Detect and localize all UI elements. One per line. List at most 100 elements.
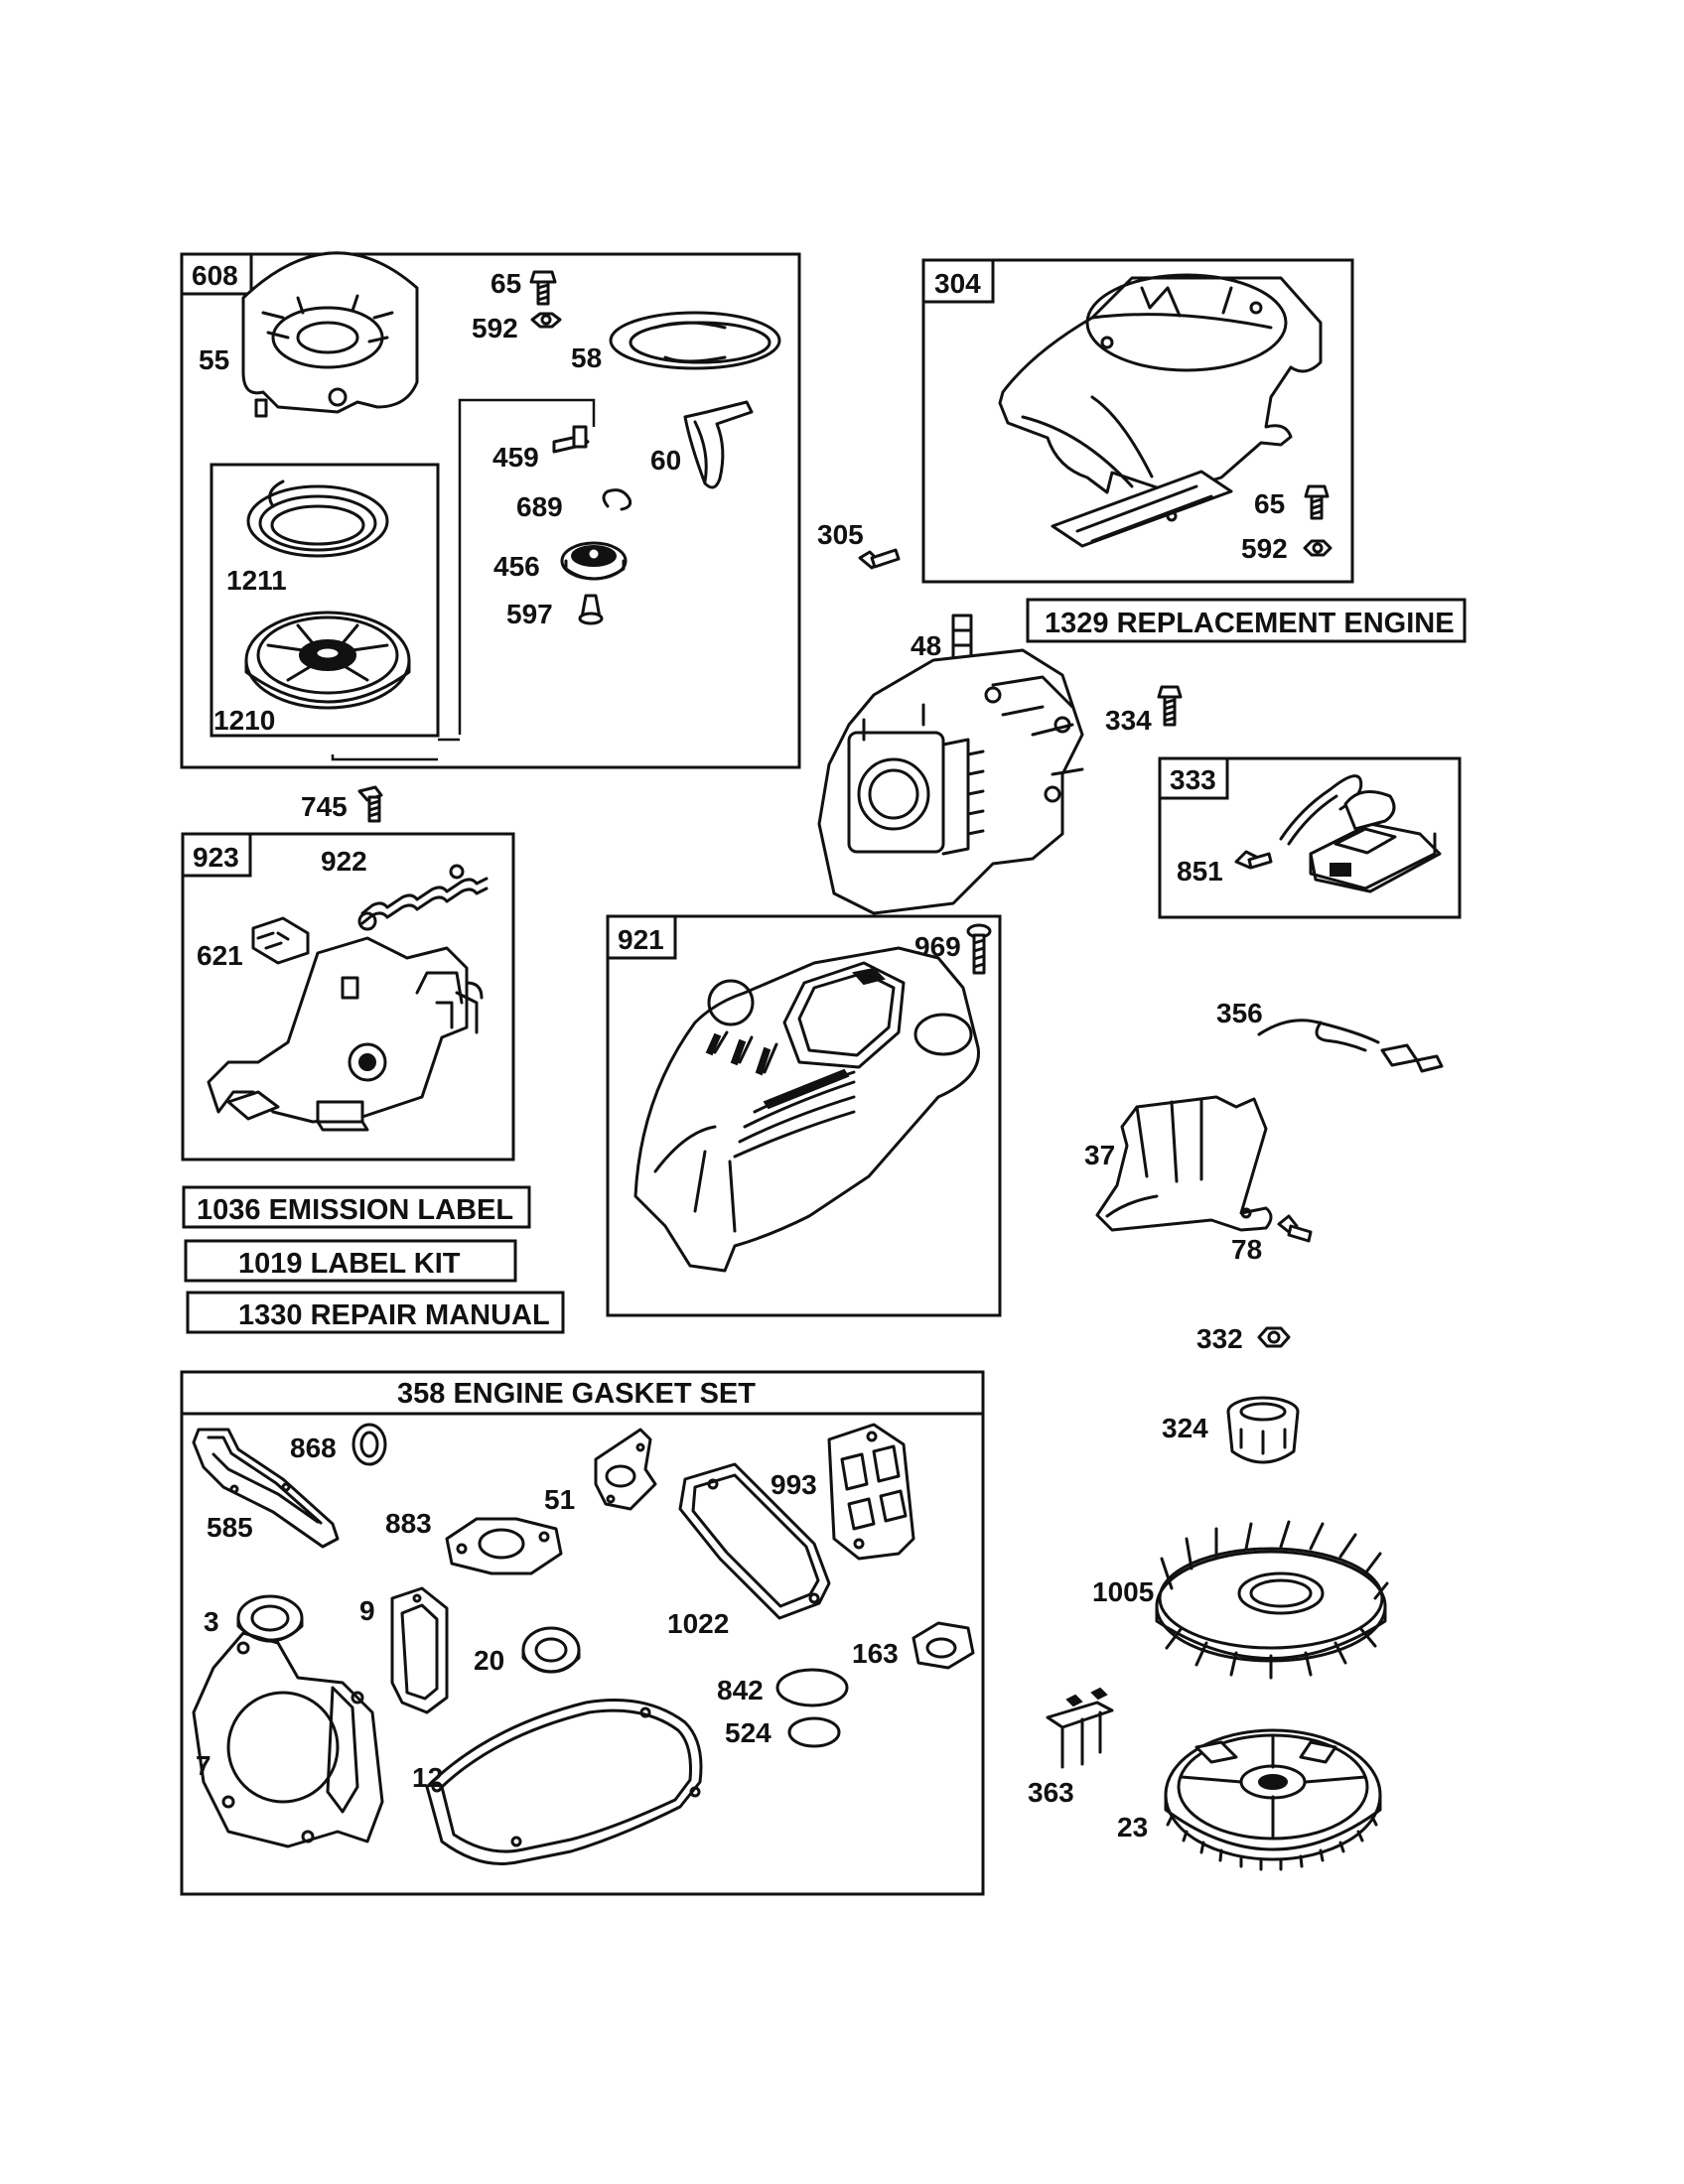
bolt-65-illustration <box>529 270 557 306</box>
group-923-tag: 923 <box>193 842 239 873</box>
part-65: 65 <box>491 268 521 299</box>
part-324: 324 <box>1162 1413 1208 1443</box>
emission-label-box: 1036 EMISSION LABEL <box>182 1185 531 1229</box>
bolt-969-illustration <box>966 923 992 975</box>
part-58: 58 <box>571 342 602 373</box>
ratchet-456-illustration <box>560 541 628 581</box>
part-1022: 1022 <box>667 1608 729 1639</box>
gasket-883-illustration <box>445 1517 563 1575</box>
part-851: 851 <box>1177 856 1223 887</box>
part-55: 55 <box>199 344 229 375</box>
pawl-459-illustration <box>552 425 590 454</box>
screw-597-illustration <box>578 594 604 625</box>
bolt-78-illustration <box>1277 1214 1313 1243</box>
repair-manual-box: 1330 REPAIR MANUAL <box>186 1291 565 1334</box>
part-334: 334 <box>1105 705 1152 736</box>
crankcase-gasket-12-illustration <box>425 1699 703 1865</box>
part-1005: 1005 <box>1092 1576 1154 1607</box>
part-1210: 1210 <box>213 705 275 736</box>
short-block-48-illustration <box>817 614 1084 915</box>
gasket-1022-illustration <box>678 1462 831 1620</box>
part-305: 305 <box>817 519 864 550</box>
part-7: 7 <box>196 1750 211 1781</box>
part-20: 20 <box>474 1645 504 1676</box>
part-60: 60 <box>650 445 681 476</box>
gasket-9-illustration <box>390 1586 449 1714</box>
replacement-engine-text: 1329 REPLACEMENT ENGINE <box>1045 608 1455 639</box>
part-456: 456 <box>493 551 540 582</box>
oring-524-illustration <box>787 1716 841 1748</box>
gasket-993-illustration <box>827 1423 915 1561</box>
part-459: 459 <box>492 442 539 473</box>
part-37: 37 <box>1084 1140 1115 1170</box>
clip-689-illustration <box>602 488 632 511</box>
part-332: 332 <box>1196 1323 1243 1354</box>
armature-illustration <box>1279 774 1442 893</box>
gasket-163-illustration <box>912 1621 975 1670</box>
screw-745-illustration <box>357 785 383 823</box>
spring-922-illustration <box>357 864 489 931</box>
label-kit-box: 1019 LABEL KIT <box>184 1239 517 1283</box>
part-65b: 65 <box>1254 488 1285 519</box>
repair-manual-text: 1330 REPAIR MANUAL <box>238 1299 550 1331</box>
group-333-armature: 333 851 <box>1158 756 1462 919</box>
pulley-1210-illustration <box>244 611 411 710</box>
part-842: 842 <box>717 1675 764 1706</box>
engine-cover-illustration <box>633 946 980 1273</box>
part-597: 597 <box>506 599 553 629</box>
nut-592b-illustration <box>1303 539 1333 557</box>
part-868: 868 <box>290 1433 337 1463</box>
part-9: 9 <box>359 1595 375 1626</box>
part-922: 922 <box>321 846 367 877</box>
part-592: 592 <box>472 313 518 343</box>
starter-housing-illustration <box>241 251 419 418</box>
gasket-set-title: 358 ENGINE GASKET SET <box>397 1378 756 1410</box>
part-12: 12 <box>412 1762 443 1793</box>
part-993: 993 <box>771 1469 817 1500</box>
part-689: 689 <box>516 491 563 522</box>
part-1211: 1211 <box>226 565 287 596</box>
emission-label-text: 1036 EMISSION LABEL <box>197 1194 513 1226</box>
baffle-37-illustration <box>1095 1095 1273 1232</box>
seal-20-illustration <box>521 1626 581 1674</box>
group-304-blower-housing: 304 65 592 <box>921 258 1354 584</box>
starter-handle-illustration <box>683 400 754 489</box>
part-23: 23 <box>1117 1812 1148 1843</box>
bolt-334-illustration <box>1157 685 1183 727</box>
part-3: 3 <box>204 1606 219 1637</box>
nut-332-illustration <box>1257 1326 1291 1348</box>
part-163: 163 <box>852 1638 899 1669</box>
seal-868-illustration <box>351 1423 387 1466</box>
flywheel-23-illustration <box>1164 1728 1382 1871</box>
group-608-rewind-starter: 608 55 65 592 <box>180 251 801 769</box>
group-304-tag: 304 <box>934 268 981 299</box>
blower-housing-illustration <box>998 273 1323 548</box>
bolt-65b-illustration <box>1304 484 1330 520</box>
part-883: 883 <box>385 1508 432 1539</box>
part-524: 524 <box>725 1717 772 1748</box>
group-333-tag: 333 <box>1170 764 1216 795</box>
screw-851-illustration <box>1234 850 1273 870</box>
gasket-51-illustration <box>594 1428 657 1511</box>
control-bracket-illustration <box>207 916 484 1132</box>
part-592b: 592 <box>1241 533 1288 564</box>
head-gasket-7-illustration <box>192 1631 384 1848</box>
part-51: 51 <box>544 1484 575 1515</box>
part-48: 48 <box>911 630 941 661</box>
part-356: 356 <box>1216 998 1263 1028</box>
group-608-tag: 608 <box>192 260 238 291</box>
terminal-363-illustration <box>1046 1687 1114 1769</box>
ground-wire-356-illustration <box>1257 1019 1444 1073</box>
part-745: 745 <box>301 791 348 822</box>
gasket-585-illustration <box>192 1428 340 1549</box>
replacement-engine-label: 1329 REPLACEMENT ENGINE <box>1026 598 1467 643</box>
group-358-gasket-set: 358 ENGINE GASKET SET 868 585 883 <box>180 1370 985 1896</box>
group-921-engine-cover: 921 969 <box>606 914 1002 1317</box>
starter-rope-illustration <box>609 311 781 370</box>
part-78: 78 <box>1231 1234 1262 1265</box>
fan-1005-illustration <box>1155 1520 1389 1680</box>
nut-592-illustration <box>530 312 562 329</box>
bolt-305-illustration <box>858 548 901 570</box>
starter-cup-324-illustration <box>1226 1396 1300 1464</box>
